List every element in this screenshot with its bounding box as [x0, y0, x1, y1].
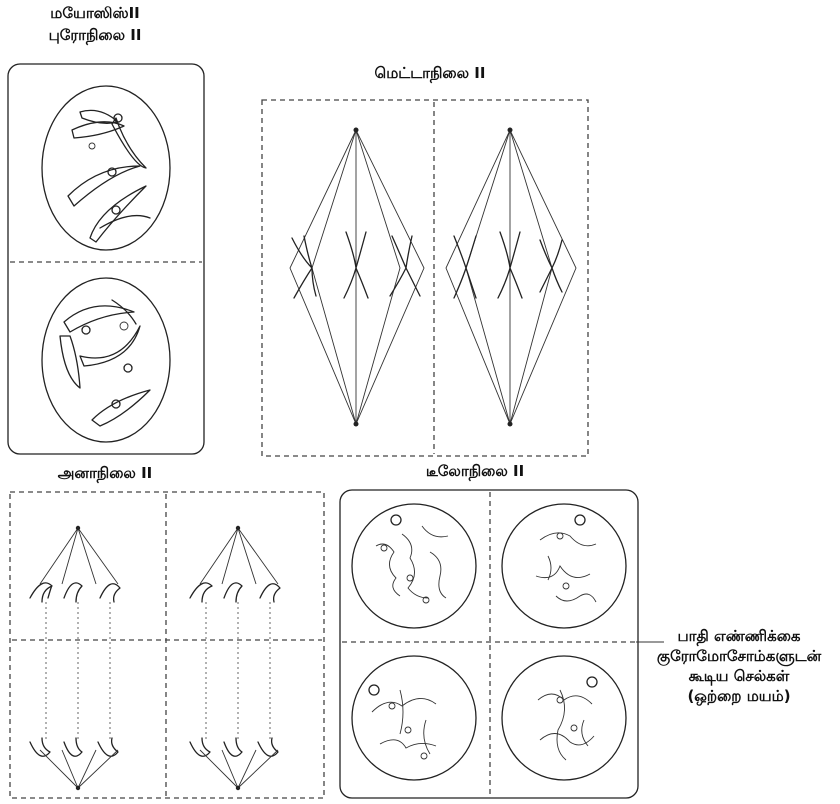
metaphase-chromosomes-right — [453, 231, 563, 299]
metaphase-frame — [261, 99, 589, 457]
telophase-cell-3 — [351, 655, 477, 781]
prophase-frame — [7, 63, 205, 455]
anaphase-right-top — [189, 525, 281, 740]
haploid-label-line-3: கூடிய செல்கள் — [688, 667, 790, 685]
metaphase-ii-panel — [261, 99, 589, 457]
haploid-label-line-1: பாதி எண்ணிக்கை — [677, 627, 801, 645]
haploid-cells-label: பாதி எண்ணிக்கை குரோமோசோம்களுடன் கூடிய செ… — [644, 626, 834, 706]
anaphase-frame — [9, 491, 325, 799]
prophase-ii-panel — [7, 63, 205, 455]
metaphase-spindle-left — [289, 127, 425, 427]
prophase-cell-bottom — [41, 277, 171, 443]
telophase-frame — [339, 489, 639, 799]
haploid-label-line-2: குரோமோசோம்களுடன் — [656, 647, 822, 665]
anaphase-right-bottom — [189, 737, 279, 791]
anaphase-left-bottom — [29, 737, 119, 791]
anaphase-ii-label: அனாநிலை II — [57, 464, 153, 482]
meiosis-ii-title: மயோஸிஸ்II — [50, 4, 140, 22]
metaphase-spindle-right — [445, 127, 577, 427]
telophase-cell-1 — [351, 503, 477, 629]
telophase-cell-4 — [501, 655, 627, 781]
telophase-ii-label: டீலோநிலை II — [425, 462, 525, 480]
metaphase-chromosomes-left — [291, 231, 421, 299]
telophase-cell-2 — [501, 503, 627, 629]
prophase-ii-label: புரோநிலை II — [48, 26, 142, 44]
telophase-ii-panel — [339, 489, 664, 799]
anaphase-ii-panel — [9, 491, 325, 799]
metaphase-ii-label: மெட்டாநிலை II — [374, 64, 486, 82]
anaphase-left-top — [29, 525, 121, 740]
haploid-label-line-4: (ஒற்றை மயம்) — [687, 687, 791, 705]
prophase-cell-top — [41, 85, 171, 251]
